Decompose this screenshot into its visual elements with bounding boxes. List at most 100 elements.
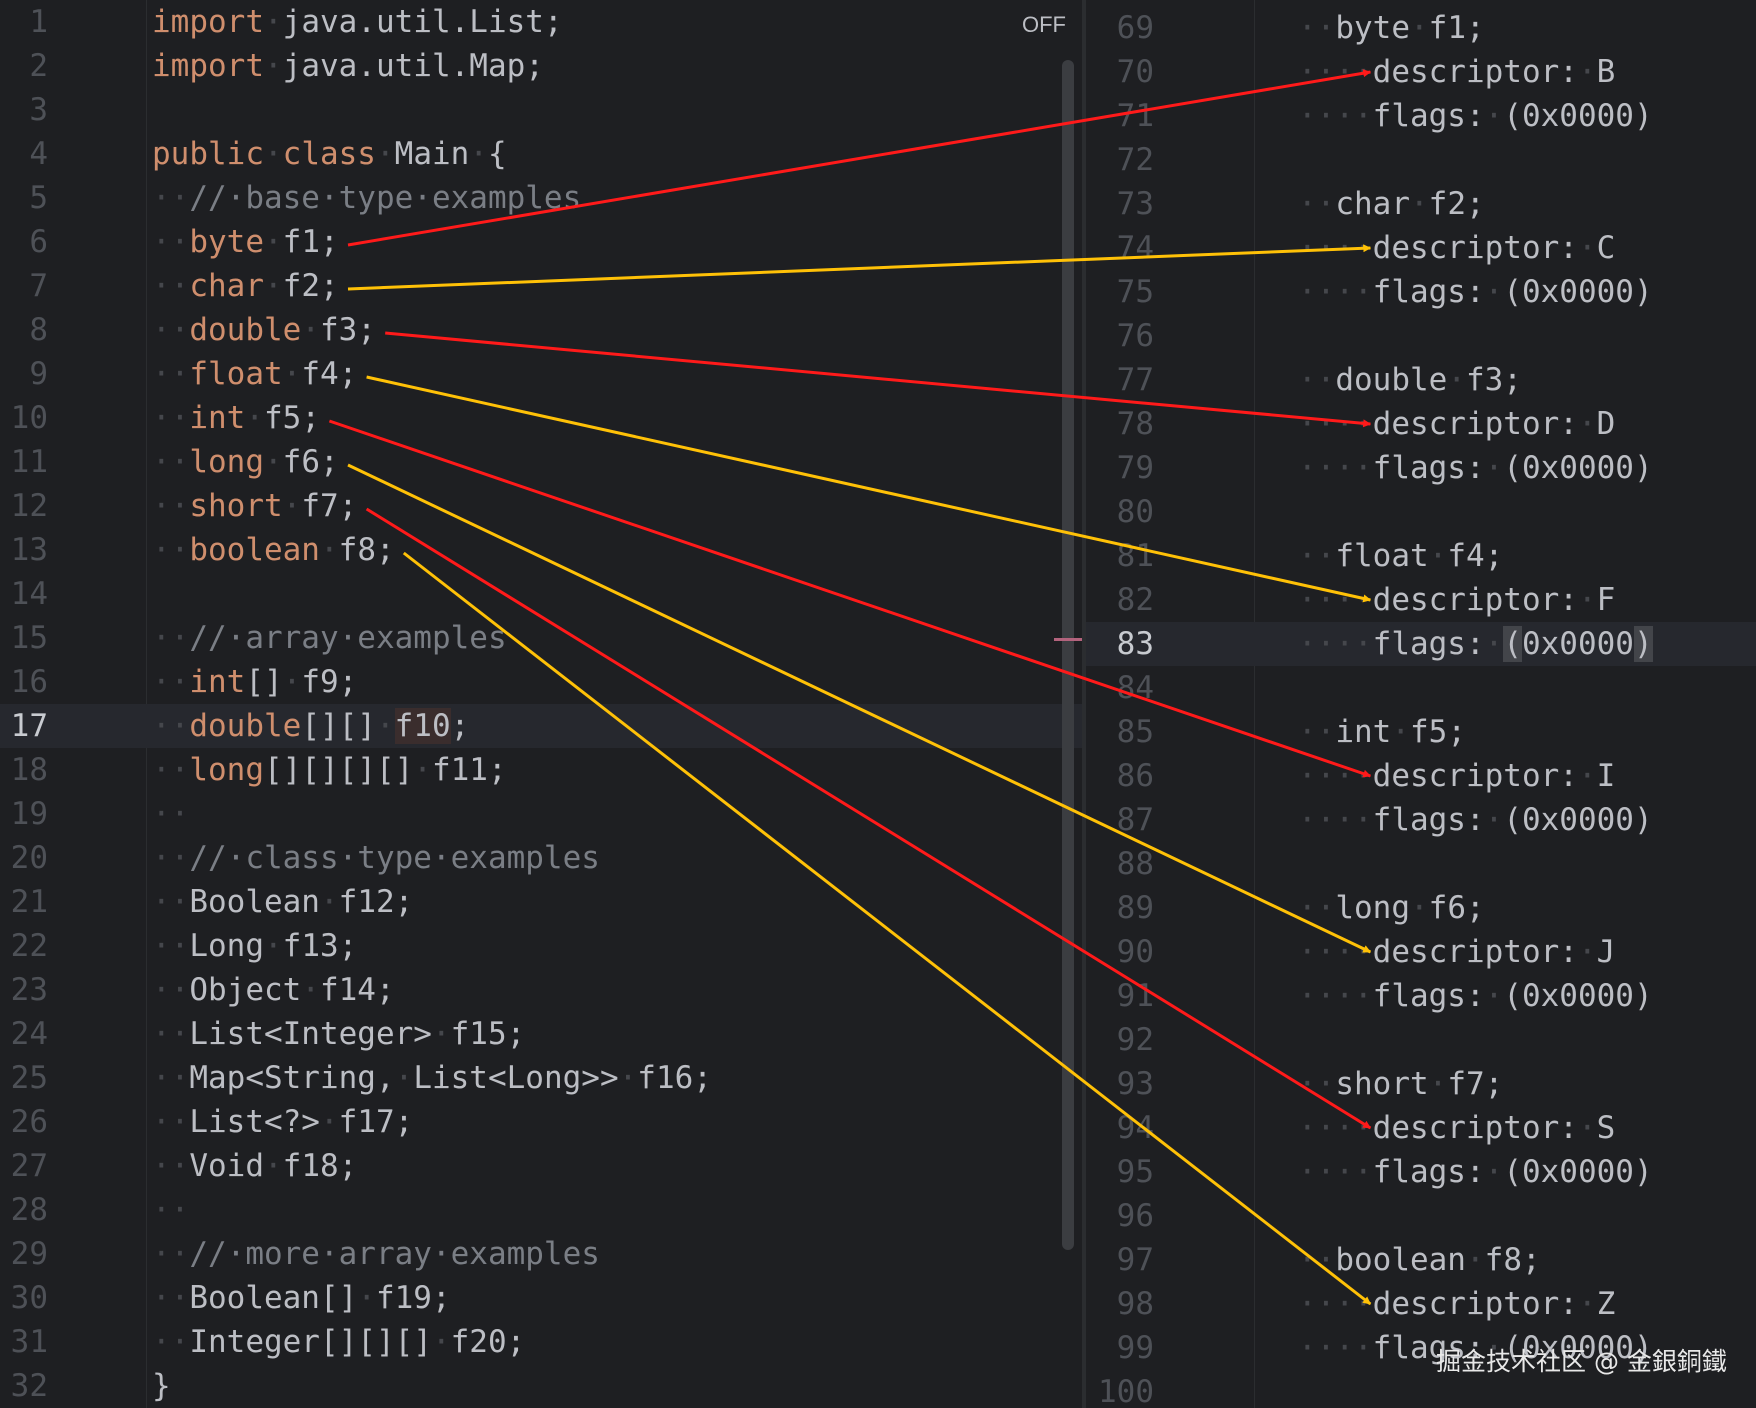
left-code-line[interactable]: 10 ··int·f5; bbox=[0, 396, 1082, 440]
right-code-line[interactable]: 80 bbox=[1086, 490, 1756, 534]
code-text[interactable]: ··float·f4; bbox=[1298, 534, 1503, 578]
right-code-line[interactable]: 83····flags:·(0x0000) bbox=[1086, 622, 1756, 666]
line-number[interactable]: 100 bbox=[1098, 1374, 1154, 1408]
line-number[interactable]: 69 bbox=[1116, 10, 1154, 46]
line-number[interactable]: 3 bbox=[29, 92, 48, 128]
left-code-line[interactable]: 7 ··char·f2; bbox=[0, 264, 1082, 308]
left-code-line[interactable]: 32} bbox=[0, 1364, 1082, 1408]
line-number[interactable]: 12 bbox=[10, 488, 48, 524]
code-text[interactable]: ····flags:·(0x0000) bbox=[1298, 446, 1653, 490]
code-text[interactable]: ····flags:·(0x0000) bbox=[1298, 270, 1653, 314]
code-text[interactable]: ··Boolean·f12; bbox=[152, 880, 413, 924]
right-code-line[interactable]: 88 bbox=[1086, 842, 1756, 886]
left-code-line[interactable]: 22··Long·f13; bbox=[0, 924, 1082, 968]
code-text[interactable]: ····descriptor:·J bbox=[1298, 930, 1615, 974]
right-code-line[interactable]: 97··boolean·f8; bbox=[1086, 1238, 1756, 1282]
code-text[interactable]: ····flags:·(0x0000) bbox=[1298, 1326, 1653, 1370]
line-number[interactable]: 95 bbox=[1116, 1154, 1154, 1190]
code-text[interactable]: ··boolean·f8; bbox=[1298, 1238, 1541, 1282]
right-code-line[interactable]: 94 ····descriptor:·S bbox=[1086, 1106, 1756, 1150]
line-number[interactable]: 71 bbox=[1116, 98, 1154, 134]
line-number[interactable]: 85 bbox=[1116, 714, 1154, 750]
left-code-line[interactable]: 17··double[][]·f10; bbox=[0, 704, 1082, 748]
code-text[interactable]: ··byte·f1; bbox=[152, 220, 339, 264]
line-number[interactable]: 30 bbox=[10, 1280, 48, 1316]
right-code-line[interactable]: 82····descriptor:·F bbox=[1086, 578, 1756, 622]
right-code-line[interactable]: 78 ····descriptor:·D bbox=[1086, 402, 1756, 446]
code-text[interactable]: ····descriptor:·S bbox=[1298, 1106, 1615, 1150]
line-number[interactable]: 8 bbox=[29, 312, 48, 348]
code-text[interactable]: ····flags:·(0x0000) bbox=[1298, 798, 1653, 842]
code-text[interactable]: ··//·more·array·examples bbox=[152, 1232, 600, 1276]
code-text[interactable]: ··Integer[][][]·f20; bbox=[152, 1320, 525, 1364]
line-number[interactable]: 24 bbox=[10, 1016, 48, 1052]
right-code-line[interactable]: 72 bbox=[1086, 138, 1756, 182]
line-number[interactable]: 72 bbox=[1116, 142, 1154, 178]
code-text[interactable]: ··int[]·f9; bbox=[152, 660, 357, 704]
line-number[interactable]: 18 bbox=[10, 752, 48, 788]
right-code-line[interactable]: 81··float·f4; bbox=[1086, 534, 1756, 578]
code-text[interactable]: ··double·f3; bbox=[1298, 358, 1522, 402]
code-text[interactable]: ··int·f5; bbox=[152, 396, 320, 440]
line-number[interactable]: 87 bbox=[1116, 802, 1154, 838]
code-text[interactable]: ··Void·f18; bbox=[152, 1144, 357, 1188]
line-number[interactable]: 21 bbox=[10, 884, 48, 920]
code-text[interactable]: } bbox=[152, 1364, 171, 1408]
left-code-line[interactable]: 5··//·base·type·examples bbox=[0, 176, 1082, 220]
code-text[interactable]: ··long·f6; bbox=[1298, 886, 1485, 930]
code-text[interactable]: ··Object·f14; bbox=[152, 968, 395, 1012]
code-text[interactable]: ····flags:·(0x0000) bbox=[1298, 974, 1653, 1018]
code-text[interactable]: ··short·f7; bbox=[152, 484, 357, 528]
left-code-line[interactable]: 18··long[][][][]·f11; bbox=[0, 748, 1082, 792]
left-code-line[interactable]: 27 ··Void·f18; bbox=[0, 1144, 1082, 1188]
line-number[interactable]: 28 bbox=[10, 1192, 48, 1228]
line-number[interactable]: 6 bbox=[29, 224, 48, 260]
line-number[interactable]: 27 bbox=[10, 1148, 48, 1184]
line-number[interactable]: 7 bbox=[29, 268, 48, 304]
code-text[interactable]: ··Long·f13; bbox=[152, 924, 357, 968]
line-number[interactable]: 89 bbox=[1116, 890, 1154, 926]
code-text[interactable]: ··char·f2; bbox=[152, 264, 339, 308]
line-number[interactable]: 90 bbox=[1116, 934, 1154, 970]
right-code-line[interactable]: 79 ····flags:·(0x0000) bbox=[1086, 446, 1756, 490]
right-code-line[interactable]: 86····descriptor:·I bbox=[1086, 754, 1756, 798]
left-code-line[interactable]: 25··Map<String,·List<Long>>·f16; bbox=[0, 1056, 1082, 1100]
line-number[interactable]: 92 bbox=[1116, 1022, 1154, 1058]
left-code-line[interactable]: 21 ··Boolean·f12; bbox=[0, 880, 1082, 924]
left-code-line[interactable]: 9··float·f4; bbox=[0, 352, 1082, 396]
left-code-line[interactable]: 3 bbox=[0, 88, 1082, 132]
pane-divider[interactable] bbox=[1082, 0, 1086, 1408]
line-number[interactable]: 83 bbox=[1116, 626, 1154, 662]
line-number[interactable]: 2 bbox=[29, 48, 48, 84]
code-text[interactable]: ··//·class·type·examples bbox=[152, 836, 600, 880]
line-number[interactable]: 94 bbox=[1116, 1110, 1154, 1146]
right-code-line[interactable]: 95····flags:·(0x0000) bbox=[1086, 1150, 1756, 1194]
right-code-line[interactable]: 73··char·f2; bbox=[1086, 182, 1756, 226]
line-number[interactable]: 78 bbox=[1116, 406, 1154, 442]
line-number[interactable]: 88 bbox=[1116, 846, 1154, 882]
code-text[interactable]: ····descriptor:·B bbox=[1298, 50, 1615, 94]
left-code-line[interactable]: 29··//·more·array·examples bbox=[0, 1232, 1082, 1276]
line-number[interactable]: 26 bbox=[10, 1104, 48, 1140]
line-number[interactable]: 77 bbox=[1116, 362, 1154, 398]
code-text[interactable]: ·· bbox=[152, 792, 189, 836]
code-text[interactable]: ··byte·f1; bbox=[1298, 6, 1485, 50]
line-number[interactable]: 11 bbox=[10, 444, 48, 480]
line-number[interactable]: 23 bbox=[10, 972, 48, 1008]
left-code-line[interactable]: 16··int[]·f9; bbox=[0, 660, 1082, 704]
reader-mode-toggle[interactable]: OFF bbox=[1022, 12, 1066, 37]
line-number[interactable]: 10 bbox=[10, 400, 48, 436]
right-code-line[interactable]: 96 bbox=[1086, 1194, 1756, 1238]
code-text[interactable]: ····descriptor:·Z bbox=[1298, 1282, 1615, 1326]
line-number[interactable]: 15 bbox=[10, 620, 48, 656]
line-number[interactable]: 5 bbox=[29, 180, 48, 216]
left-code-line[interactable]: 14 bbox=[0, 572, 1082, 616]
line-number[interactable]: 86 bbox=[1116, 758, 1154, 794]
line-number[interactable]: 1 bbox=[29, 4, 48, 40]
line-number[interactable]: 79 bbox=[1116, 450, 1154, 486]
code-text[interactable]: ····descriptor:·D bbox=[1298, 402, 1615, 446]
code-text[interactable]: ··int·f5; bbox=[1298, 710, 1466, 754]
line-number[interactable]: 20 bbox=[10, 840, 48, 876]
